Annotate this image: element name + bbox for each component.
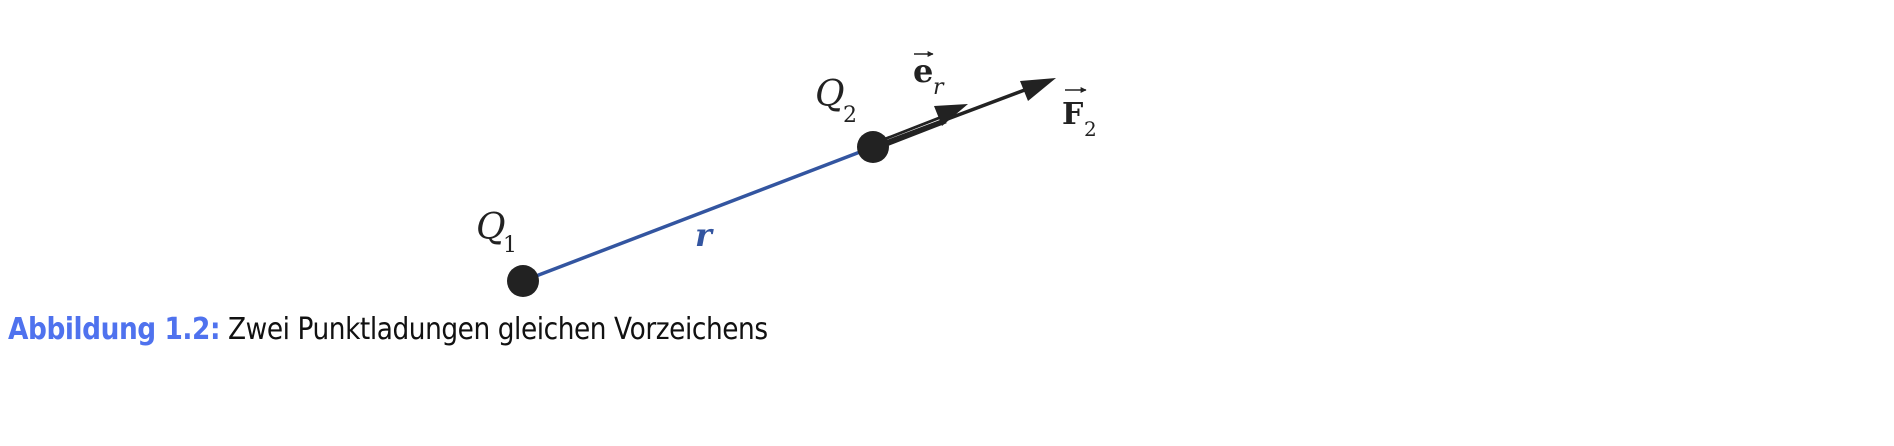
force-label: F 2 xyxy=(1062,87,1097,141)
distance-line xyxy=(522,145,874,283)
q2-label: Q xyxy=(815,74,845,115)
charge-q2-dot xyxy=(857,131,889,163)
q1-subscript: 1 xyxy=(503,233,517,258)
caption-text: Zwei Punktladungen gleichen Vorzeichens xyxy=(228,312,768,347)
charge-q1-dot xyxy=(507,265,539,297)
q2-subscript: 2 xyxy=(843,103,857,128)
force-subscript: 2 xyxy=(1084,117,1097,141)
unit-vector-symbol: e xyxy=(913,52,933,90)
force-arrow xyxy=(872,78,1056,149)
distance-label: r xyxy=(695,216,714,254)
caption-label: Abbildung 1.2: xyxy=(8,312,221,347)
force-symbol: F xyxy=(1062,97,1083,132)
unit-vector-label: e r xyxy=(913,51,945,100)
unit-vector-subscript: r xyxy=(933,75,945,100)
q1-label: Q xyxy=(476,207,506,248)
figure-caption: Abbildung 1.2: Zwei Punktladungen gleich… xyxy=(8,312,768,347)
